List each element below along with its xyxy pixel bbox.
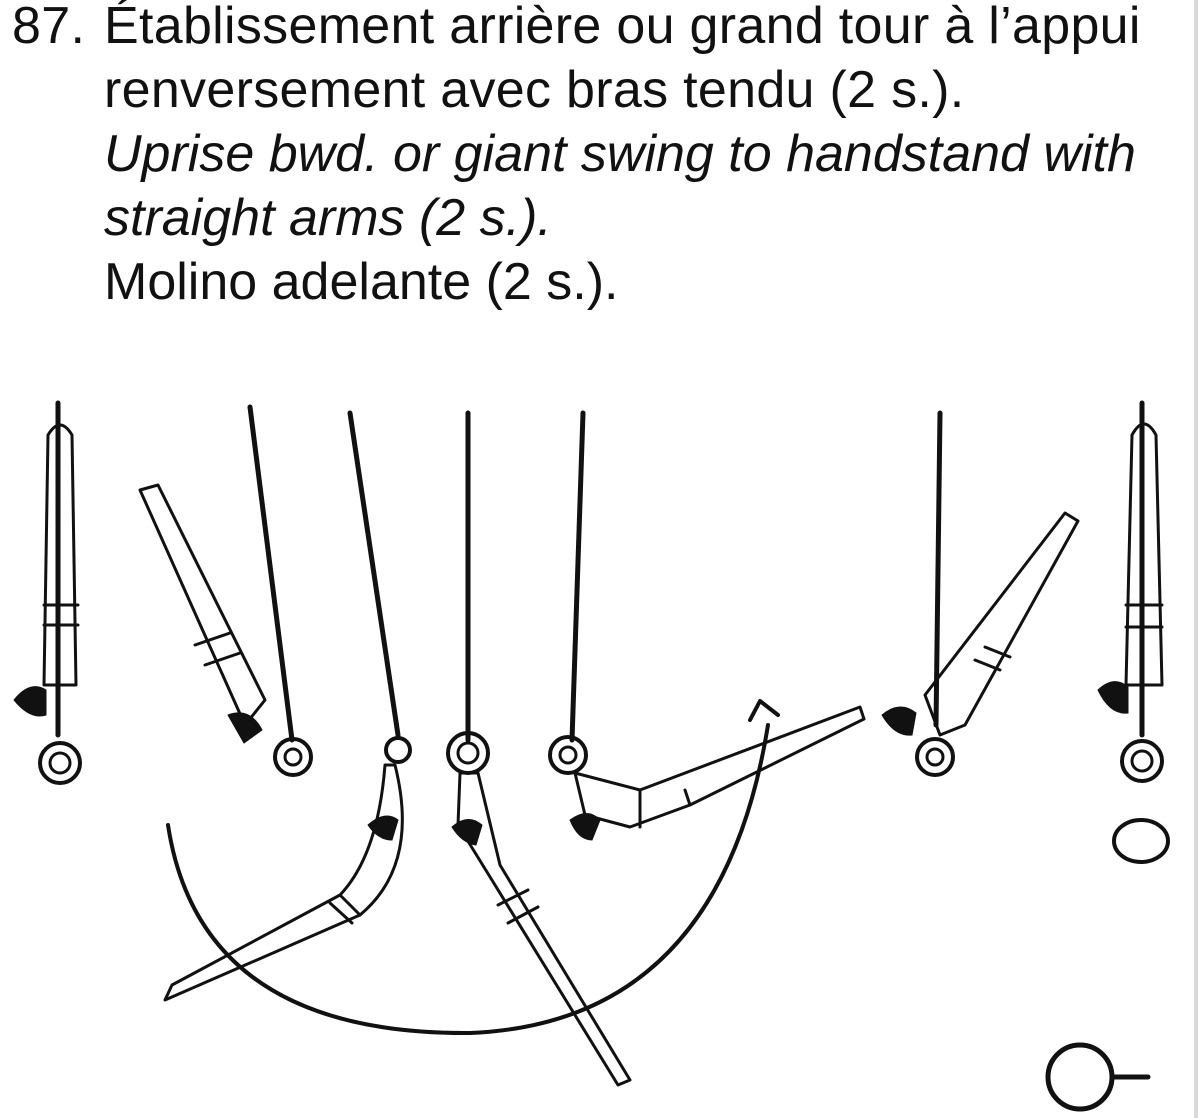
gymnast-figure-4 — [446, 410, 632, 1087]
english-line-2: straight arms (2 s.). — [104, 189, 552, 247]
swing-arc — [166, 723, 770, 1036]
element-number: 87. — [12, 0, 86, 55]
page-edge — [1194, 0, 1198, 1118]
french-line-1: 87. Établissement arrière ou grand tour à… — [12, 0, 1192, 58]
french-line-2: renversement avec bras tendu (2 s.). — [104, 61, 965, 119]
arc-arrowhead — [748, 699, 780, 722]
spanish-line: Molino adelante (2 s.). — [104, 253, 619, 311]
rings-giant-swing-illustration — [13, 400, 1170, 1112]
gymnast-figure-1 — [13, 400, 82, 785]
gymnast-figure-3 — [163, 410, 412, 1002]
ring-symbol — [1112, 818, 1170, 864]
gymnast-figure-5 — [548, 410, 866, 841]
french-text-1: Établissement arrière ou grand tour à l’… — [104, 0, 1141, 55]
ring-with-dash-symbol — [1045, 1042, 1151, 1112]
english-line-1: Uprise bwd. or giant swing to handstand … — [104, 125, 1136, 183]
gymnast-figure-7 — [1097, 400, 1164, 783]
gymnast-figure-2 — [138, 404, 313, 777]
gymnast-figure-6 — [881, 410, 1080, 777]
element-description: 87. Établissement arrière ou grand tour à… — [12, 0, 1192, 314]
